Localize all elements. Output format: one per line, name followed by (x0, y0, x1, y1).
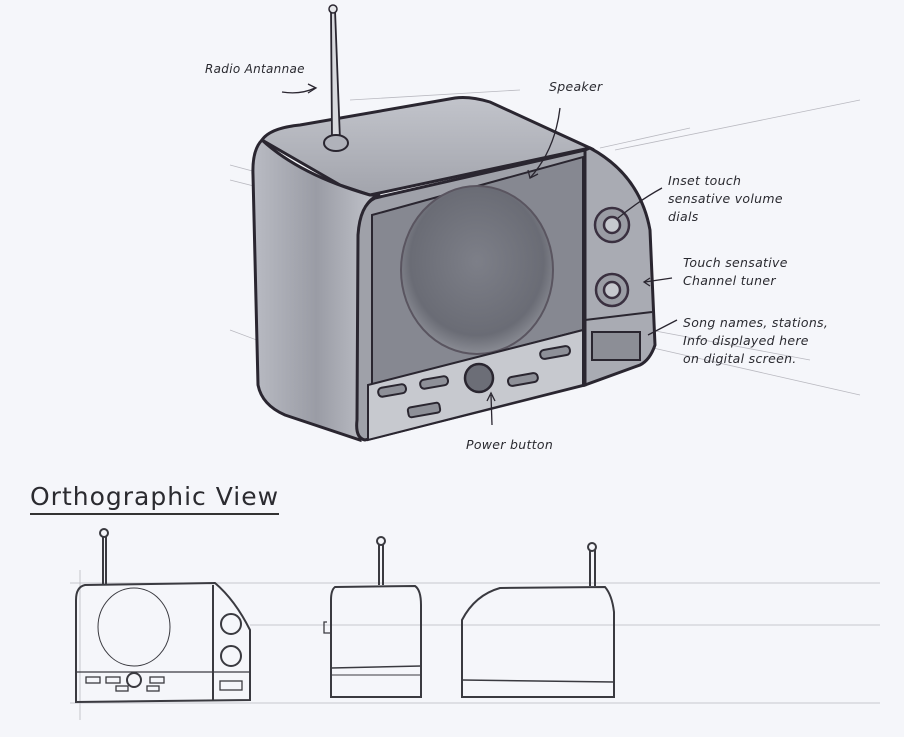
ortho-front-view (75, 528, 251, 704)
perspective-radio (251, 4, 657, 443)
antenna-drawing (323, 4, 349, 152)
orthographic-view-title: Orthographic View (30, 482, 280, 515)
volume-dials-label: Inset touch sensative volume dials (668, 173, 783, 224)
orthographic-views (75, 528, 615, 704)
speaker-cone (400, 185, 554, 355)
channel-tuner-drawing (594, 272, 630, 308)
ortho-opposite-side-view (461, 542, 615, 698)
speaker-label: Speaker (549, 79, 603, 94)
channel-tuner-label: Touch sensative Channel tuner (683, 255, 788, 288)
power-button-drawing (463, 362, 495, 394)
antenna-label: Radio Antannae (205, 62, 305, 76)
digital-screen-drawing (591, 331, 641, 361)
power-button-label: Power button (466, 437, 554, 452)
ortho-side-view (323, 536, 422, 698)
leader-lines (281, 83, 678, 426)
construction-lines (70, 89, 880, 720)
digital-screen-label: Song names, stations, Info displayed her… (683, 315, 829, 366)
